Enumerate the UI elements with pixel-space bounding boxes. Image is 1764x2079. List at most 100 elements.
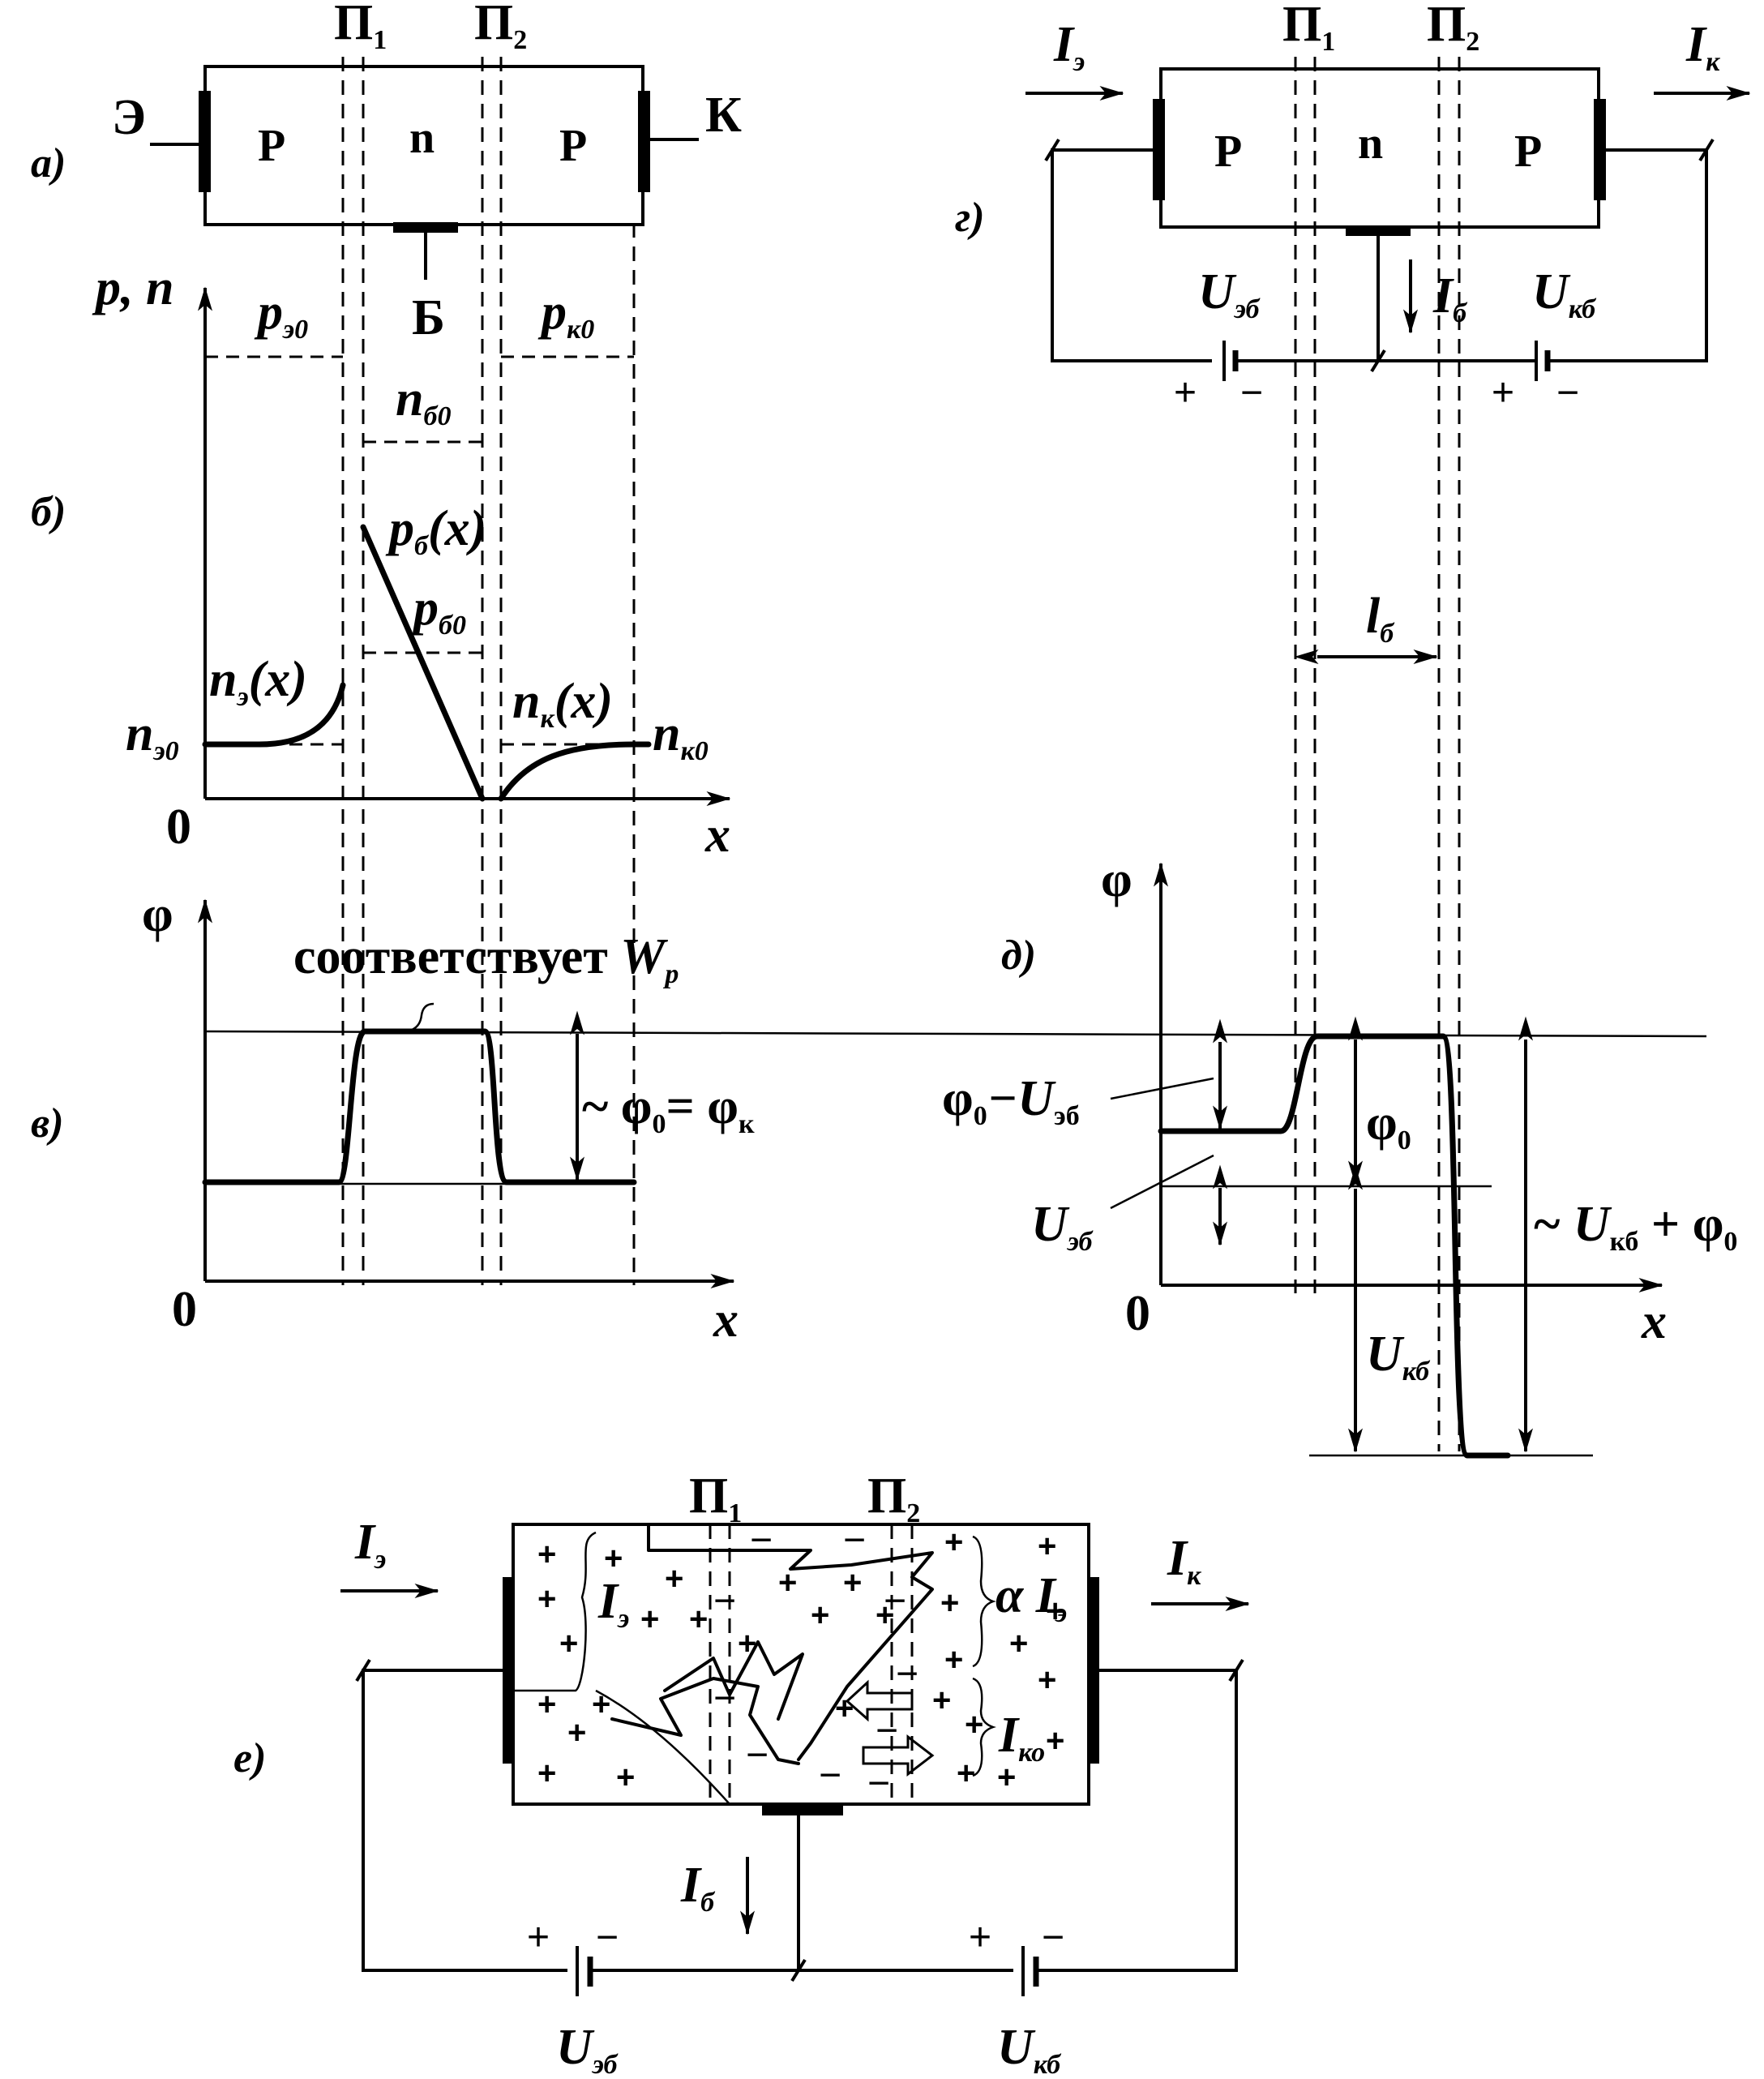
svg-text:+: +	[604, 1541, 623, 1576]
e-ukb-label: Uкб	[997, 2020, 1062, 2079]
v-phi0-label: ~ φ0= φк	[582, 1079, 755, 1139]
e-alpha-brace	[972, 1535, 996, 1668]
v-x-axis-label: x	[713, 1292, 739, 1348]
g-ik-label: Iк	[1685, 17, 1720, 77]
svg-text:−: −	[896, 1652, 918, 1695]
svg-text:+: +	[876, 1597, 894, 1633]
panel-b-label: б)	[31, 489, 66, 535]
junction-2-label: П2	[474, 0, 527, 55]
b-y-axis-label: p, n	[92, 260, 173, 315]
panel-g-label: г)	[955, 195, 985, 241]
g-ueb-label: Uэб	[1198, 264, 1261, 324]
base-contact	[393, 222, 458, 233]
junction-1-label: П1	[334, 0, 387, 55]
panel-v: φ 0 x в) соответствует Wp ~ φ0= φк	[31, 887, 1707, 1348]
g-base-contact	[1346, 225, 1411, 236]
wp-note: соответствует Wp	[293, 929, 679, 989]
d-x-axis-label: x	[1641, 1294, 1667, 1349]
g-ukb-plus: +	[1492, 371, 1514, 414]
svg-text:+: +	[932, 1682, 951, 1718]
svg-text:+: +	[1038, 1528, 1056, 1564]
region-n: n	[409, 113, 435, 163]
g-ueb-plus: +	[1174, 371, 1197, 414]
panel-d-label: д)	[1001, 932, 1036, 979]
base-width-marker: lб	[1294, 589, 1438, 664]
svg-text:+: +	[559, 1626, 578, 1661]
panel-e-label: е)	[233, 1735, 266, 1781]
e-ueb-minus: −	[596, 1916, 619, 1959]
d-ueb-label: Uэб	[1031, 1197, 1094, 1257]
svg-text:+: +	[1046, 1593, 1064, 1629]
e-iko-brace	[972, 1677, 996, 1777]
svg-text:−: −	[746, 1734, 769, 1777]
svg-text:−: −	[884, 1580, 906, 1622]
d-phi0-minus-ueb-label: φ0−Uэб	[942, 1071, 1080, 1131]
e-junction-1-label: П1	[689, 1468, 742, 1528]
e-iko-arrow-left	[845, 1679, 914, 1722]
panel-e: П1 П2 е) + + + + + + + + + + + + +	[233, 1468, 1250, 2079]
g-node-collector	[1698, 138, 1715, 162]
b-x-axis-label: x	[704, 808, 730, 863]
d-phi0-minus-pointer	[1110, 1077, 1214, 1100]
lb-label: lб	[1366, 589, 1395, 649]
g-ie-label: Iэ	[1053, 17, 1085, 77]
e-ib-label: Iб	[680, 1858, 716, 1918]
e-alpha-ie-label: α Iэ	[995, 1568, 1067, 1628]
svg-text:+: +	[592, 1687, 610, 1722]
d-sum-label: ~ Uкб + φ0	[1532, 1197, 1737, 1257]
pb-line	[360, 524, 486, 802]
e-ie-label: Iэ	[354, 1515, 386, 1575]
svg-text:+: +	[567, 1715, 586, 1751]
collector-label: К	[705, 88, 742, 143]
base-label: Б	[412, 290, 445, 345]
svg-text:+: +	[665, 1561, 683, 1597]
e-emitter-contact	[503, 1577, 515, 1764]
panel-d: φ 0 x д) φ0−Uэб φ0 Uэб Uкб ~ Uкб + φ0	[942, 852, 1737, 1459]
svg-text:+: +	[811, 1597, 829, 1633]
g-ib-label: Iб	[1432, 268, 1468, 328]
g-junction-1-label: П1	[1282, 0, 1335, 57]
ne-label: nэ(x)	[209, 652, 307, 712]
g-ueb-minus: −	[1240, 371, 1263, 414]
e-iko-arrow-right	[862, 1734, 935, 1777]
e-junction-2-label: П2	[867, 1468, 920, 1528]
pb-label: pб(x)	[385, 501, 486, 561]
e-ueb-label: Uэб	[556, 2020, 619, 2079]
g-node-base	[1370, 349, 1386, 373]
d-origin: 0	[1125, 1286, 1150, 1341]
v-origin: 0	[172, 1282, 197, 1337]
nk-curve	[498, 741, 652, 802]
g-ukb-minus: −	[1556, 371, 1579, 414]
ne-curve	[202, 682, 346, 748]
svg-text:+: +	[944, 1642, 963, 1678]
svg-text:+: +	[537, 1687, 556, 1722]
e-node-emitter	[355, 1658, 371, 1682]
panel-a-label: а)	[31, 140, 66, 186]
d-ueb-pointer	[1110, 1154, 1214, 1210]
pb0-label: pб0	[409, 581, 466, 641]
collector-contact	[638, 91, 650, 192]
svg-text:+: +	[640, 1601, 659, 1637]
svg-text:+: +	[537, 1581, 556, 1617]
g-junction-2-label: П2	[1427, 0, 1479, 57]
e-ukb-plus: +	[969, 1916, 991, 1959]
e-node-collector	[1228, 1658, 1244, 1682]
svg-text:+: +	[537, 1755, 556, 1791]
nb0-label: nб0	[396, 371, 451, 431]
svg-text:−: −	[876, 1709, 898, 1752]
panel-a: P n P Э К Б П1 П2 а)	[31, 0, 742, 345]
region-p-left: P	[258, 121, 285, 171]
e-ukb-minus: −	[1042, 1916, 1064, 1959]
svg-text:−: −	[713, 1677, 736, 1720]
panel-g: P n P П1 П2 г) Iэ Iк Iб Uэб Uкб + − + −	[955, 0, 1751, 414]
svg-text:+: +	[944, 1524, 963, 1560]
e-base-flow	[595, 1689, 730, 1805]
svg-text:−: −	[843, 1519, 866, 1562]
svg-text:+: +	[778, 1565, 797, 1601]
e-ueb-plus: +	[527, 1916, 550, 1959]
nk0-label: nк0	[653, 706, 709, 766]
v-potential-curve	[202, 1028, 637, 1185]
svg-text:+: +	[957, 1755, 975, 1791]
